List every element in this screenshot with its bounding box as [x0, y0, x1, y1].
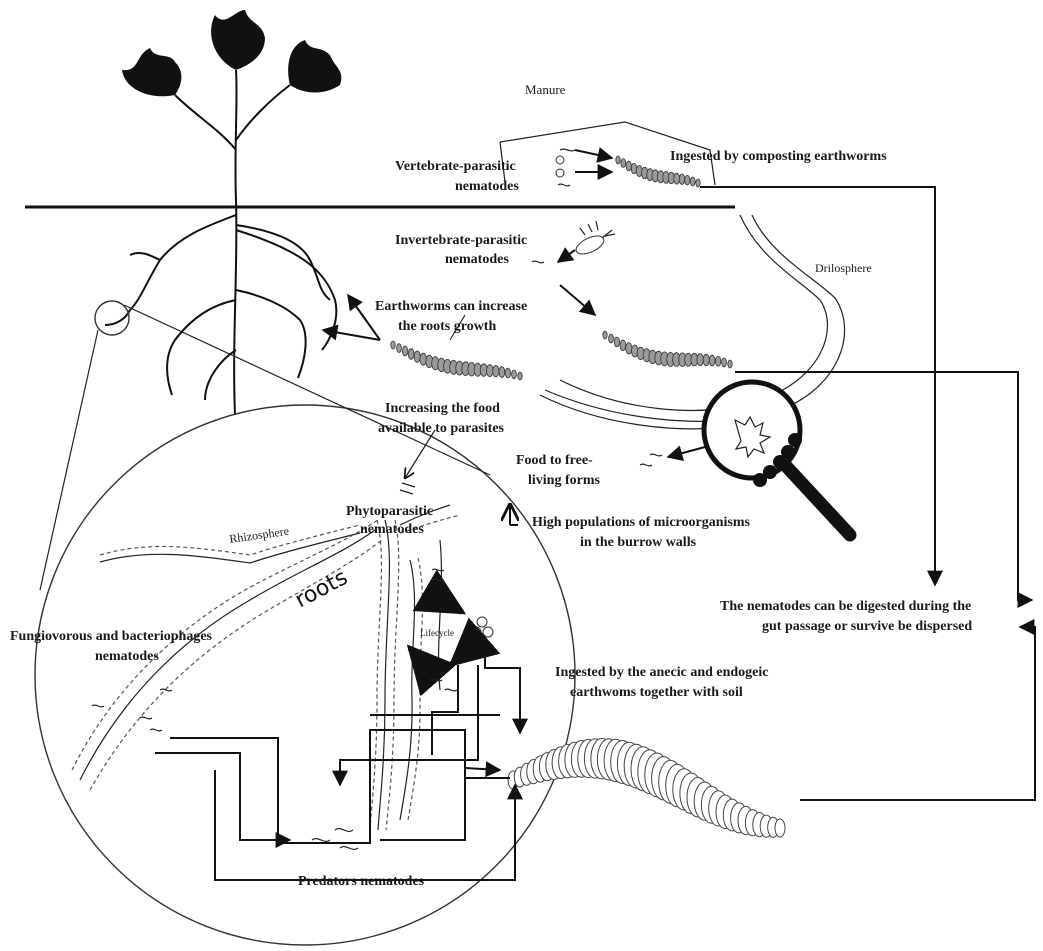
worm-segment [690, 177, 695, 186]
worm-segment [402, 346, 407, 356]
drilosphere-burrow [540, 215, 845, 429]
worm-segment [696, 179, 700, 187]
digested-label-1: The nematodes can be digested during the [720, 599, 971, 614]
worm-segment [420, 353, 427, 365]
worm-segment [493, 366, 499, 377]
predators-label: Predators nematodes [298, 874, 425, 889]
drilosphere-earthworm [603, 331, 732, 368]
vertebrate-parasitic-label-2: nematodes [455, 179, 519, 194]
food-free-living-label-2: living forms [528, 473, 600, 488]
worm-segment [626, 343, 632, 354]
high-populations-label-2: in the burrow walls [580, 535, 697, 550]
worm-segment [703, 354, 709, 365]
lifecycle-label: Lifecycle [420, 628, 454, 638]
worm-segment [499, 367, 505, 378]
rhizosphere-zoom-circle [35, 405, 575, 945]
increasing-food-label-1: Increasing the food [385, 401, 500, 416]
fungivorous-label-2: nematodes [95, 649, 159, 664]
phytoparasitic-label-1: Phytoparasitic [346, 504, 433, 519]
worm-segment [621, 159, 626, 168]
worm-segment [674, 173, 680, 184]
worm-segment [487, 365, 494, 377]
root-zone-earthworm [391, 341, 522, 380]
worm-segment [679, 174, 685, 184]
worm-segment [391, 341, 395, 349]
worm-segment [626, 161, 631, 171]
magnifying-glass-icon [704, 382, 850, 535]
worm-segment [715, 356, 720, 366]
worm-segment [408, 349, 414, 360]
worm-segment [603, 331, 607, 339]
worm-segment [722, 358, 727, 367]
worm-segment [505, 368, 510, 378]
invertebrate-parasitic-label-2: nematodes [445, 252, 509, 267]
high-populations-label-1: High populations of microorganisms [532, 515, 750, 530]
worm-segment [728, 360, 732, 368]
worm-segment [512, 370, 517, 379]
food-free-living-label-1: Food to free- [516, 453, 593, 468]
worm-segment [397, 344, 402, 353]
ingested-anecic-label-2: earthwoms together with soil [570, 685, 743, 700]
worm-segment [685, 175, 690, 185]
worm-segment [518, 372, 522, 380]
increasing-food-label-2: available to parasites [378, 421, 505, 436]
drilosphere-label: Drilosphere [815, 261, 872, 275]
rhizosphere-label: Rhizosphere [228, 524, 289, 546]
digested-label-2: gut passage or survive be dispersed [762, 619, 972, 634]
worm-segment [620, 340, 626, 351]
worm-segment [709, 355, 715, 366]
worm-segment [614, 337, 619, 347]
earthworms-increase-label-2: the roots growth [398, 319, 496, 334]
earthworms-increase-label-1: Earthworms can increase [375, 299, 527, 314]
worm-segment [414, 351, 420, 362]
insect-larva-icon [573, 221, 615, 258]
vertebrate-parasitic-label-1: Vertebrate-parasitic [395, 159, 516, 174]
worm-segment [616, 156, 620, 164]
invertebrate-parasitic-label-1: Invertebrate-parasitic [395, 233, 527, 248]
worm-segment [609, 334, 614, 343]
manure-label: Manure [525, 82, 566, 97]
zoomed-roots [72, 505, 460, 830]
plant-icon [105, 10, 341, 415]
worm-segment [697, 354, 704, 366]
phytoparasitic-label-2: nematodes [360, 522, 424, 537]
ingested-anecic-label-1: Ingested by the anecic and endogeic [555, 665, 769, 680]
worm-segment [775, 819, 785, 837]
fungivorous-label-1: Fungiovorous and bacteriophages [10, 629, 213, 644]
manure-nematodes [556, 149, 575, 186]
ingested-composting-label: Ingested by composting earthworms [670, 149, 887, 164]
